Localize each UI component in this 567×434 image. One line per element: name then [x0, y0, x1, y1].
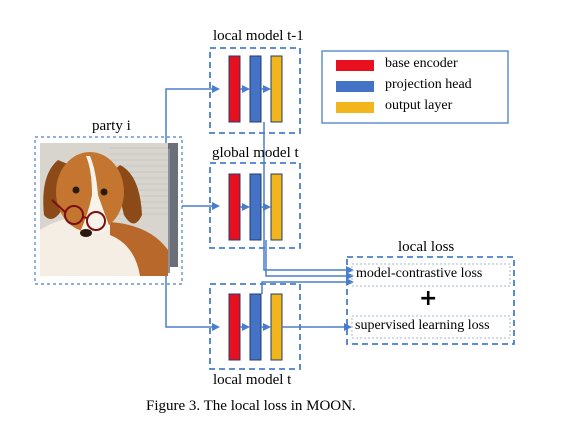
- party-box: [34, 136, 183, 285]
- global-model-layers: [228, 173, 283, 241]
- local-loss-box: [346, 256, 515, 345]
- plus-sign: +: [419, 286, 438, 311]
- contrastive-arrows: [261, 122, 354, 294]
- supervised-loss-box: [351, 315, 511, 339]
- figure-caption: Figure 3. The local loss in MOON.: [146, 398, 356, 414]
- legend-swatch-projection-head: [336, 81, 374, 92]
- input-arrows: [165, 85, 220, 331]
- global-model-box: [209, 162, 301, 249]
- output-layer: [270, 55, 283, 123]
- local-model-prev-layers: [228, 55, 283, 123]
- projection-head-layer: [249, 55, 262, 123]
- supervised-loss-label: supervised learning loss: [355, 318, 490, 333]
- local-model-label: local model t: [213, 372, 292, 388]
- contrastive-loss-box: [351, 263, 511, 287]
- dog-image: [40, 143, 168, 276]
- base-encoder-layer: [228, 55, 241, 123]
- base-encoder-layer: [228, 173, 241, 241]
- contrastive-loss-label: model-contrastive loss: [356, 266, 483, 281]
- projection-head-layer: [249, 293, 262, 361]
- legend-swatch-output-layer: [336, 102, 374, 113]
- party-label: party i: [92, 118, 131, 134]
- local-model-prev-label: local model t-1: [213, 28, 304, 44]
- legend-label-projection-head: projection head: [385, 77, 472, 92]
- local-model-layers: [228, 293, 283, 361]
- output-layer: [270, 293, 283, 361]
- projection-head-layer: [249, 173, 262, 241]
- legend-box: [321, 50, 509, 124]
- legend-label-base-encoder: base encoder: [385, 56, 458, 71]
- global-model-label: global model t: [212, 145, 299, 161]
- layer-arrows: [240, 85, 271, 331]
- legend-label-output-layer: output layer: [385, 98, 453, 113]
- base-encoder-layer: [228, 293, 241, 361]
- legend-swatch-base-encoder: [336, 60, 374, 71]
- local-loss-title: local loss: [398, 239, 455, 255]
- output-layer: [270, 173, 283, 241]
- local-model-prev-box: [209, 47, 301, 134]
